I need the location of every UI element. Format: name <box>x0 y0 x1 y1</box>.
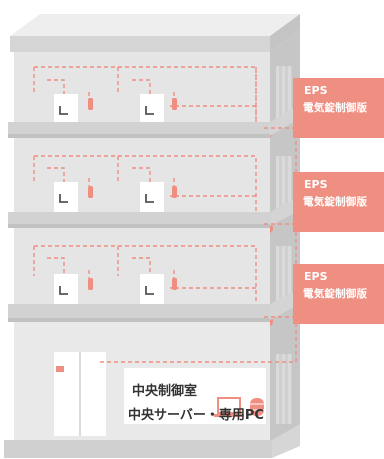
door-lock-icon <box>145 106 154 115</box>
door-icon <box>140 274 164 308</box>
building-side-wall <box>270 30 300 452</box>
door-lock-icon <box>59 106 68 115</box>
floor-1 <box>8 228 300 326</box>
eps-panel-subtitle: 電気錠制御版 <box>303 288 368 300</box>
card-reader-icon <box>88 186 93 198</box>
eps-panel-floor-2 <box>293 172 384 232</box>
door-lock-icon <box>59 194 68 203</box>
card-reader-icon <box>88 278 93 290</box>
card-reader-icon <box>172 278 177 290</box>
door-icon <box>140 182 164 216</box>
card-reader-icon <box>56 366 64 372</box>
door-icon <box>54 182 78 216</box>
eps-panel-floor-3 <box>293 78 384 138</box>
roof <box>10 14 300 52</box>
eps-panel-subtitle: 電気錠制御版 <box>303 102 368 114</box>
eps-panel-floor-1 <box>293 264 384 324</box>
eps-panel-title: EPS <box>304 270 328 283</box>
laptop-icon <box>214 397 244 417</box>
door-icon <box>54 274 78 308</box>
ground-floor <box>4 322 300 458</box>
floor-3 <box>8 52 300 138</box>
door-lock-icon <box>145 286 154 295</box>
card-reader-icon <box>172 186 177 198</box>
door-lock-icon <box>59 286 68 295</box>
server-pc-label: 中央サーバー・専用PC <box>128 408 264 423</box>
floor-2 <box>8 138 300 233</box>
database-icon <box>250 398 264 416</box>
eps-panel-title: EPS <box>304 84 328 97</box>
eps-panel-title: EPS <box>304 178 328 191</box>
eps-panel-subtitle: 電気錠制御版 <box>303 196 368 208</box>
card-reader-icon <box>172 98 177 110</box>
control-room-label: 中央制御室 <box>132 384 198 399</box>
card-reader-icon <box>88 98 93 110</box>
door-lock-icon <box>145 194 154 203</box>
